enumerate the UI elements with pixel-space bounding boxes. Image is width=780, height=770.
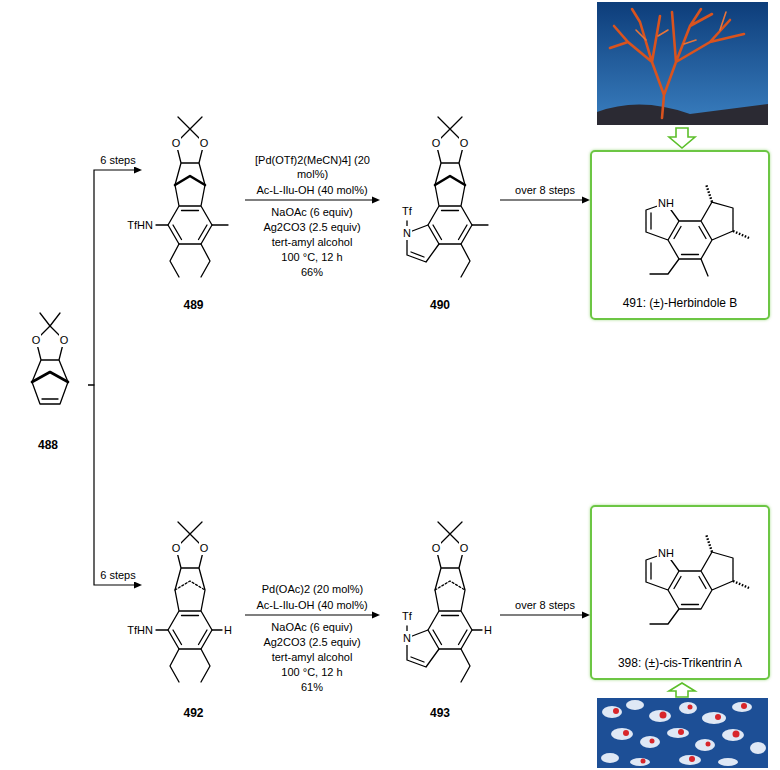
atom-label: TfHN bbox=[126, 218, 154, 232]
arrow-head bbox=[372, 612, 380, 619]
condition-text: 100 °C, 12 h bbox=[280, 250, 343, 264]
atom-label: N bbox=[402, 631, 412, 645]
condition-text: NaOAc (6 equiv) bbox=[270, 205, 353, 219]
atom-label: TfHN bbox=[126, 623, 154, 637]
compound-number: 493 bbox=[430, 706, 450, 720]
edge-label: 6 steps bbox=[99, 568, 136, 582]
arrow-line bbox=[88, 170, 134, 385]
condition-text: tert-amyl alcohol bbox=[271, 650, 354, 664]
atom-label: O bbox=[431, 136, 442, 150]
compound-number: 489 bbox=[183, 298, 203, 312]
compound-block: 490 bbox=[380, 100, 500, 312]
condition-text: NaOAc (6 equiv) bbox=[270, 620, 353, 634]
atom-label: H bbox=[483, 623, 493, 637]
compound-number: 488 bbox=[38, 438, 58, 452]
condition-text: 100 °C, 12 h bbox=[280, 665, 343, 679]
atom-label: Tf bbox=[401, 609, 413, 623]
atom-label: O bbox=[459, 541, 470, 555]
photo-coral bbox=[597, 698, 768, 768]
condition-text: Ac-L-Ilu-OH (40 mol%) bbox=[255, 183, 368, 197]
compound-number: 490 bbox=[430, 298, 450, 312]
compound-block: 488 bbox=[8, 300, 88, 452]
reaction-arrow bbox=[88, 385, 142, 589]
arrow-line bbox=[245, 614, 372, 615]
atom-label: O bbox=[59, 333, 70, 347]
condition-text: Ac-L-Ilu-OH (40 mol%) bbox=[255, 598, 368, 612]
edge-label: over 8 steps bbox=[514, 598, 576, 612]
molecule-structure bbox=[646, 184, 749, 276]
arrow-line bbox=[500, 199, 582, 200]
reaction-arrow bbox=[500, 197, 590, 204]
arrow-line bbox=[500, 614, 582, 615]
compound-block: 492 bbox=[142, 505, 245, 720]
molecule-structure bbox=[32, 313, 68, 404]
photo-sea-fan bbox=[597, 2, 768, 125]
atom-label: O bbox=[431, 541, 442, 555]
product-name: 491: (±)-Herbindole B bbox=[623, 296, 738, 310]
arrow-line bbox=[245, 199, 372, 200]
molecule-structure bbox=[156, 117, 228, 277]
reaction-arrow bbox=[88, 167, 142, 386]
hollow-arrow bbox=[669, 683, 695, 697]
compound-block: 493 bbox=[380, 505, 500, 720]
arrow-head bbox=[134, 582, 142, 589]
molecule-structure bbox=[407, 522, 482, 682]
reaction-arrow bbox=[245, 612, 380, 619]
compound-block: 489 bbox=[142, 100, 245, 312]
atom-label: O bbox=[171, 541, 182, 555]
atom-label: O bbox=[199, 136, 210, 150]
product-name: 398: (±)-cis-Trikentrin A bbox=[618, 656, 742, 670]
reaction-arrow bbox=[500, 612, 590, 619]
atom-label: O bbox=[171, 136, 182, 150]
molecule-structure bbox=[407, 117, 488, 277]
atom-label: O bbox=[459, 136, 470, 150]
arrow-head bbox=[582, 612, 590, 619]
product-box: 398: (±)-cis-Trikentrin A bbox=[590, 505, 770, 680]
edge-label: 6 steps bbox=[99, 153, 136, 167]
compound-number: 492 bbox=[183, 706, 203, 720]
condition-text: Ag2CO3 (2.5 equiv) bbox=[262, 220, 361, 234]
condition-text: 61% bbox=[300, 680, 324, 694]
condition-text: 66% bbox=[300, 265, 324, 279]
hollow-arrow bbox=[669, 128, 695, 148]
arrow-head bbox=[582, 197, 590, 204]
edge-label: over 8 steps bbox=[514, 183, 576, 197]
condition-text: tert-amyl alcohol bbox=[271, 235, 354, 249]
reaction-arrow bbox=[245, 197, 380, 204]
arrow-line bbox=[88, 385, 134, 585]
molecule-structure bbox=[646, 534, 749, 624]
atom-label: Tf bbox=[401, 204, 413, 218]
arrow-head bbox=[134, 167, 142, 174]
edge-label: Pd(OAc)2 (20 mol%) bbox=[261, 582, 364, 596]
condition-text: Ag2CO3 (2.5 equiv) bbox=[262, 635, 361, 649]
atom-label: H bbox=[223, 623, 233, 637]
arrow-head bbox=[372, 197, 380, 204]
atom-label: O bbox=[199, 541, 210, 555]
atom-label: N bbox=[402, 226, 412, 240]
product-box: 491: (±)-Herbindole B bbox=[590, 150, 770, 320]
atom-label: O bbox=[31, 333, 42, 347]
atom-label: NH bbox=[657, 196, 675, 210]
molecule-structure bbox=[156, 522, 222, 682]
edge-label: [Pd(OTf)2(MeCN)4] (20 mol%) bbox=[249, 153, 376, 181]
atom-label: NH bbox=[657, 546, 675, 560]
